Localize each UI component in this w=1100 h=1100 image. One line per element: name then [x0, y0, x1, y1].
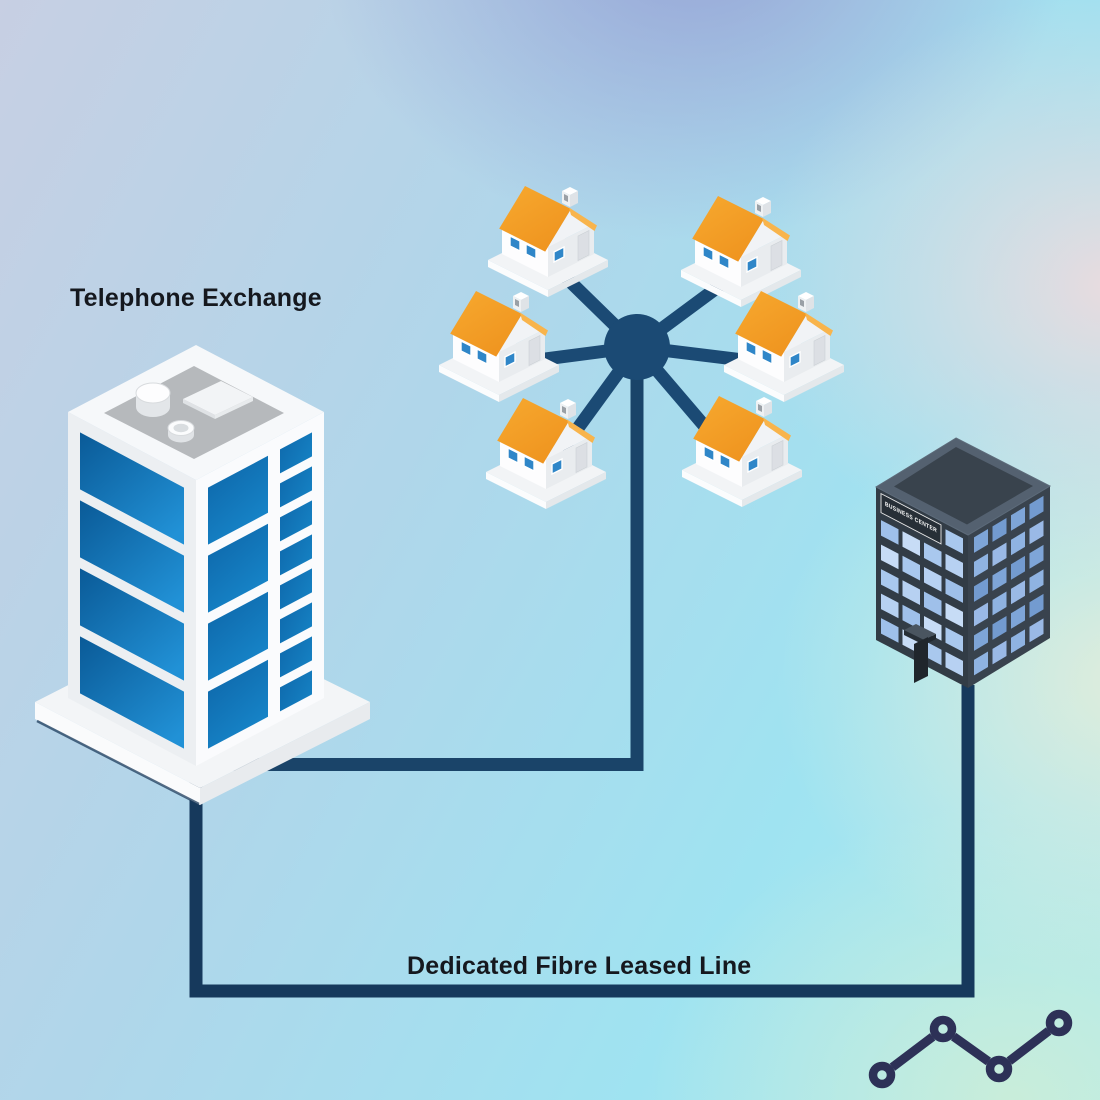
exchange-panel — [80, 432, 184, 545]
window-pane — [1029, 520, 1044, 545]
window-pane — [881, 593, 899, 619]
exchange-panel — [208, 591, 268, 681]
exchange-vent-slat — [280, 500, 312, 542]
business-center-node: BUSINESS CENTER — [874, 437, 1052, 688]
window-pane — [881, 544, 899, 570]
exchange-vent-column — [280, 432, 312, 712]
line-chart-icon — [868, 1009, 1073, 1089]
window-pane — [945, 651, 963, 677]
window-pane — [974, 529, 988, 553]
window-pane — [974, 578, 988, 602]
window-pane — [1011, 629, 1025, 654]
distribution-hub — [604, 314, 670, 380]
exchange-vent-slat — [280, 670, 312, 712]
window-pane — [1011, 531, 1025, 556]
house — [487, 185, 609, 298]
house — [438, 290, 560, 403]
window-pane — [881, 569, 899, 594]
exchange-panel-column — [208, 455, 268, 749]
window-pane — [924, 616, 942, 641]
window-pane — [992, 567, 1007, 591]
exchange-panel — [80, 568, 184, 681]
exchange-vent-slat — [280, 534, 312, 576]
exchange-panel — [208, 523, 268, 613]
window-pane — [974, 602, 988, 627]
window-pane — [1029, 593, 1044, 618]
exchange-panel — [80, 500, 184, 613]
exchange-panel — [80, 636, 184, 749]
window-pane — [992, 542, 1007, 567]
window-pane — [902, 580, 920, 605]
leased-line-connection — [189, 685, 975, 998]
window-pane — [902, 531, 920, 556]
exchange-vent-slat — [280, 636, 312, 678]
window-pane — [945, 529, 963, 554]
window-pane — [924, 567, 942, 592]
window-pane — [945, 553, 963, 579]
window-pane — [974, 553, 988, 578]
window-pane — [992, 591, 1007, 616]
window-pane — [881, 520, 899, 545]
window-pane — [1011, 580, 1025, 605]
exchange-vent-slat — [280, 568, 312, 610]
window-pane — [1011, 506, 1025, 531]
window-pane — [924, 640, 942, 666]
window-pane — [924, 542, 942, 568]
business-center-sign — [880, 492, 942, 545]
hub-to-exchange-line — [230, 350, 644, 771]
window-pane — [1011, 555, 1025, 580]
exchange-panel-column — [80, 432, 184, 749]
house — [723, 290, 845, 403]
window-pane — [902, 555, 920, 581]
window-pane — [924, 591, 942, 617]
exchange-panel — [208, 659, 268, 749]
exchange-panel — [208, 455, 268, 545]
telephone-exchange-node — [35, 345, 370, 806]
telephone-exchange-label: Telephone Exchange — [70, 284, 322, 312]
window-pane — [945, 602, 963, 628]
entrance-door — [914, 637, 928, 683]
window-pane — [1011, 604, 1025, 629]
window-pane — [945, 627, 963, 652]
building-window-grid — [974, 495, 1044, 676]
exchange-vent-slat — [280, 432, 312, 474]
window-pane — [1029, 495, 1044, 520]
exchange-vent-slat — [280, 466, 312, 508]
entrance-awning — [904, 624, 936, 640]
window-pane — [974, 651, 988, 676]
window-pane — [881, 618, 899, 643]
window-pane — [902, 604, 920, 630]
window-pane — [1029, 569, 1044, 594]
window-pane — [974, 627, 988, 651]
window-pane — [945, 578, 963, 603]
window-pane — [992, 640, 1007, 665]
window-pane — [992, 518, 1007, 542]
house — [680, 195, 802, 308]
dedicated-line-label: Dedicated Fibre Leased Line — [407, 952, 752, 980]
window-pane — [992, 616, 1007, 640]
window-pane — [1029, 544, 1044, 569]
exchange-vent-slat — [280, 602, 312, 644]
window-pane — [1029, 618, 1044, 643]
